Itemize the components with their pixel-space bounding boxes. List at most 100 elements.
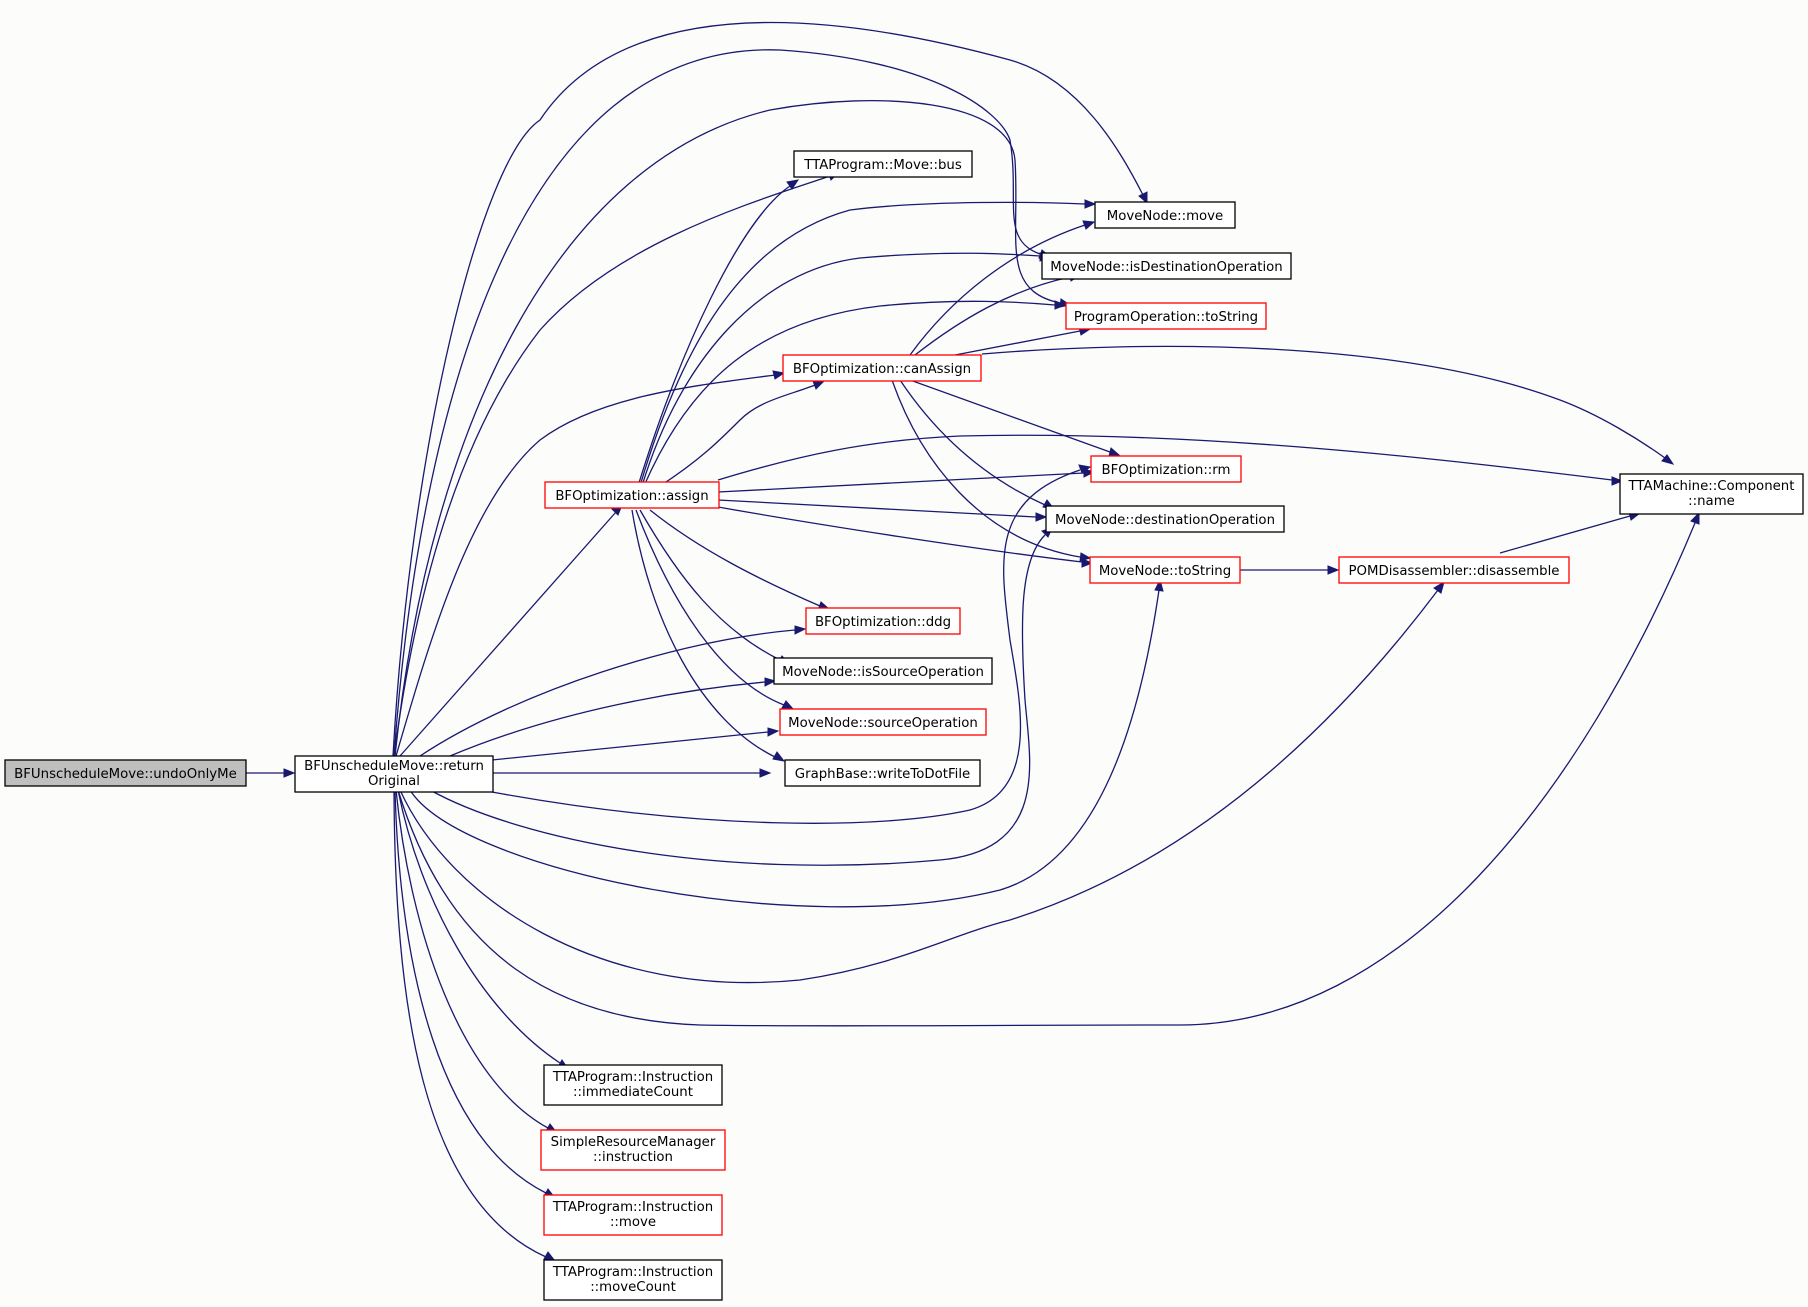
node-label: ::instruction: [593, 1150, 673, 1165]
arrowhead-icon: [767, 727, 780, 737]
node-label: ::immediateCount: [573, 1085, 693, 1100]
node-rm[interactable]: BFOptimization::rm: [1090, 455, 1242, 483]
node-compName[interactable]: TTAMachine::Component ::name: [1619, 473, 1804, 515]
edge-assign-writeDot: [631, 509, 776, 758]
arrowhead-icon: [1083, 468, 1096, 478]
node-ddg[interactable]: BFOptimization::ddg: [805, 607, 961, 635]
edge-returnOriginal-compName: [397, 522, 1696, 1027]
arrowhead-icon: [759, 768, 772, 778]
arrowhead-icon: [1138, 191, 1148, 205]
arrowhead-icon: [772, 751, 786, 762]
edge-returnOriginal-instrMove: [394, 789, 547, 1194]
edge-assign-srcOp: [635, 509, 785, 706]
edge-assign-rm: [717, 472, 1085, 493]
node-label: MoveNode::move: [1107, 209, 1223, 224]
edge-assign-compName: [717, 434, 1613, 481]
node-label: MoveNode::isDestinationOperation: [1050, 260, 1282, 275]
edge-returnOriginal-canAssign: [395, 374, 776, 757]
node-returnOriginal[interactable]: BFUnscheduleMove::return Original: [294, 755, 494, 793]
node-assign[interactable]: BFOptimization::assign: [544, 481, 720, 509]
edge-assign-move: [639, 201, 1086, 487]
arrowhead-icon: [1611, 476, 1624, 486]
node-isDestOp[interactable]: MoveNode::isDestinationOperation: [1041, 252, 1292, 280]
edge-returnOriginal-poToString: [394, 100, 1061, 757]
edge-canAssign-move: [909, 224, 1086, 356]
arrowhead-icon: [1035, 512, 1048, 522]
arrowhead-icon: [764, 677, 777, 687]
node-label: BFOptimization::rm: [1102, 463, 1231, 478]
node-srcOp[interactable]: MoveNode::sourceOperation: [779, 708, 987, 736]
node-label: ::name: [1688, 494, 1735, 509]
node-label: BFUnscheduleMove::undoOnlyMe: [14, 767, 237, 782]
node-moveCount[interactable]: TTAProgram::Instruction ::moveCount: [543, 1259, 723, 1301]
edge-returnOriginal-moveCount: [393, 789, 547, 1258]
edge-canAssign-mnToString: [891, 379, 1081, 558]
arrowhead-icon: [1433, 580, 1445, 594]
node-label: MoveNode::isSourceOperation: [782, 665, 984, 680]
arrowhead-icon: [786, 179, 800, 190]
edge-returnOriginal-disassemble: [399, 589, 1439, 984]
arrowhead-icon: [1054, 300, 1067, 310]
node-isSrcOp[interactable]: MoveNode::isSourceOperation: [773, 657, 993, 685]
edge-returnOriginal-isDestOp: [393, 49, 1041, 757]
arrowhead-icon: [1690, 511, 1700, 525]
node-label: MoveNode::toString: [1099, 564, 1231, 579]
node-label: SimpleResourceManager: [551, 1135, 716, 1150]
node-move[interactable]: MoveNode::move: [1094, 201, 1236, 229]
edge-returnOriginal-srmInstr: [395, 789, 549, 1129]
node-label: ::move: [610, 1215, 656, 1230]
edge-assign-mnToString: [717, 506, 1083, 563]
node-writeDot[interactable]: GraphBase::writeToDotFile: [784, 759, 981, 787]
node-bus[interactable]: TTAProgram::Move::bus: [793, 150, 973, 178]
node-label: BFOptimization::assign: [555, 489, 708, 504]
edge-canAssign-destOp: [899, 379, 1046, 506]
node-mnToString[interactable]: MoveNode::toString: [1089, 556, 1241, 584]
node-label: TTAProgram::Move::bus: [803, 158, 962, 173]
node-label: ProgramOperation::toString: [1074, 310, 1258, 325]
edge-returnOriginal-mnToString: [409, 589, 1160, 908]
edge-assign-poToString: [643, 300, 1056, 487]
edge-canAssign-compName: [981, 345, 1666, 459]
node-immCount[interactable]: TTAProgram::Instruction ::immediateCount: [543, 1064, 723, 1106]
edge-returnOriginal-immCount: [397, 789, 561, 1064]
node-instrMove[interactable]: TTAProgram::Instruction ::move: [543, 1194, 723, 1236]
node-label: TTAProgram::Instruction: [552, 1265, 713, 1280]
node-label: MoveNode::sourceOperation: [788, 716, 978, 731]
node-label: POMDisassembler::disassemble: [1349, 564, 1560, 579]
edge-canAssign-rm: [909, 379, 1111, 453]
arrowhead-icon: [1154, 578, 1164, 592]
nodes: BFUnscheduleMove::undoOnlyMe BFUnschedul…: [4, 150, 1804, 1301]
arrowhead-icon: [1327, 565, 1340, 575]
edge-canAssign-isDestOp: [914, 276, 1071, 356]
node-label: BFUnscheduleMove::return: [304, 759, 484, 774]
edge-assign-isSrcOp: [639, 509, 781, 661]
arrowhead-icon: [1661, 454, 1675, 465]
node-destOp[interactable]: MoveNode::destinationOperation: [1045, 505, 1285, 533]
arrowhead-icon: [283, 768, 296, 778]
edge-returnOriginal-bus: [393, 175, 831, 757]
edge-assign-bus: [637, 185, 791, 487]
node-disassemble[interactable]: POMDisassembler::disassemble: [1338, 556, 1570, 584]
edge-returnOriginal-srcOp: [491, 731, 769, 761]
node-canAssign[interactable]: BFOptimization::canAssign: [782, 354, 982, 382]
edge-disassemble-compName: [1499, 515, 1631, 554]
edge-returnOriginal-destOp: [429, 534, 1046, 866]
arrowhead-icon: [1079, 552, 1092, 562]
edge-returnOriginal-isSrcOp: [449, 681, 766, 757]
node-srmInstr[interactable]: SimpleResourceManager ::instruction: [540, 1129, 726, 1171]
node-label: ::moveCount: [590, 1280, 676, 1295]
node-label: BFOptimization::ddg: [815, 615, 951, 630]
node-label: TTAProgram::Instruction: [552, 1070, 713, 1085]
edge-assign-ddg: [649, 509, 821, 607]
edges: [246, 21, 1700, 1262]
arrowhead-icon: [794, 625, 807, 635]
node-undoOnlyMe[interactable]: BFUnscheduleMove::undoOnlyMe: [4, 759, 247, 787]
node-poToString[interactable]: ProgramOperation::toString: [1065, 302, 1267, 330]
node-label: TTAMachine::Component: [1628, 479, 1795, 494]
node-label: GraphBase::writeToDotFile: [795, 767, 970, 782]
arrowhead-icon: [1081, 558, 1094, 568]
node-label: MoveNode::destinationOperation: [1055, 513, 1275, 528]
arrowhead-icon: [1084, 199, 1097, 209]
